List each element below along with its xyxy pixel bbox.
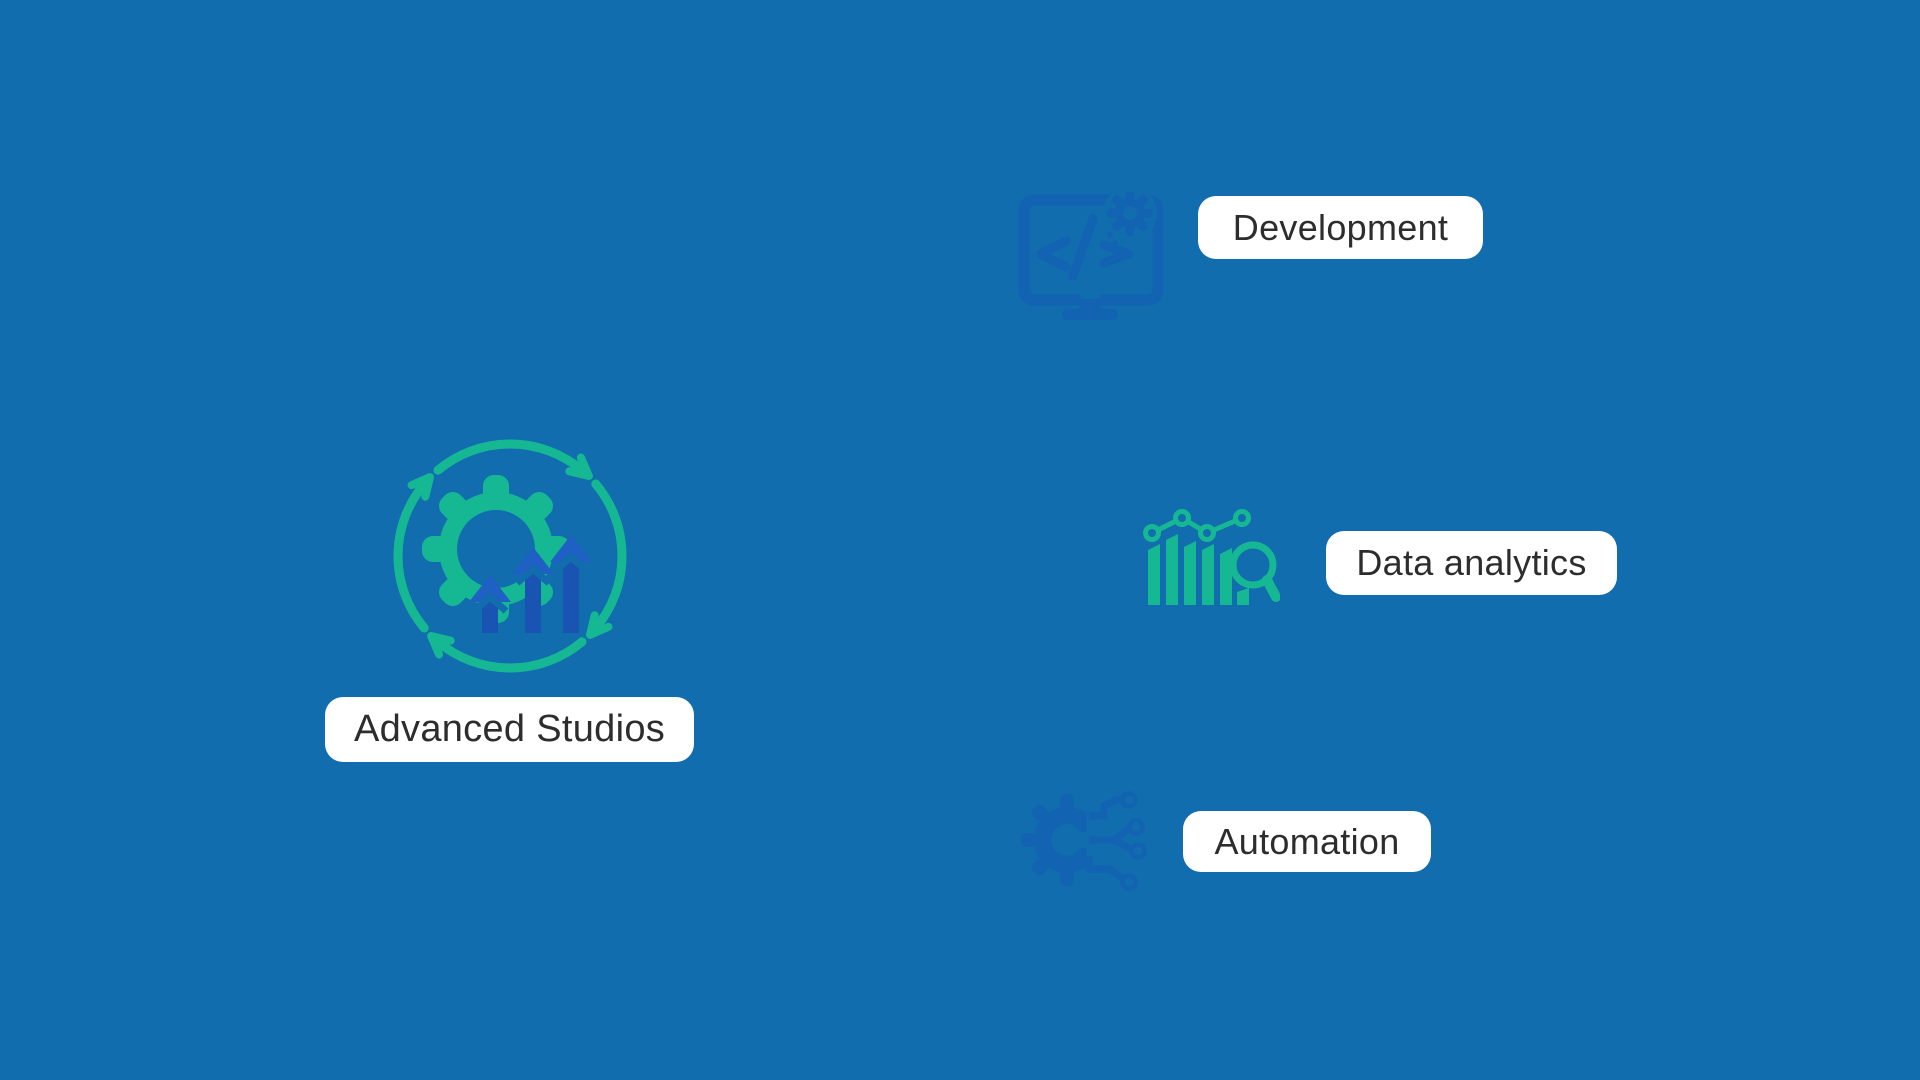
monitor-code-gear-icon	[1018, 192, 1164, 320]
trend-line-icon	[1150, 515, 1243, 536]
sparkle-icon	[1112, 240, 1118, 246]
bar-chart-magnifier-icon	[1143, 509, 1280, 605]
advanced-studios-label: Advanced Studios	[325, 697, 694, 762]
sparkle-icon	[1107, 232, 1113, 238]
code-slash-icon	[1068, 214, 1098, 281]
magnifier-icon	[1229, 541, 1280, 602]
growth-arrows-icon	[469, 535, 592, 633]
half-gear-icon	[1021, 794, 1087, 886]
circuit-traces-icon	[1085, 796, 1133, 882]
development-label: Development	[1198, 196, 1483, 259]
cycle-arrows-icon	[393, 439, 627, 673]
gear-circuit-icon	[1021, 791, 1147, 891]
gear-growth-cycle-icon	[393, 439, 627, 673]
trend-nodes-icon	[1143, 509, 1251, 542]
monitor-button	[1080, 292, 1100, 299]
code-chevron-right-icon	[1099, 240, 1133, 268]
code-chevron-left-icon	[1036, 236, 1071, 272]
bars-icon	[1148, 534, 1249, 605]
circuit-nodes-icon	[1120, 791, 1147, 891]
small-gear-icon	[1103, 192, 1157, 240]
monitor-base	[1062, 309, 1118, 320]
automation-label: Automation	[1183, 811, 1431, 872]
data-analytics-label: Data analytics	[1326, 531, 1617, 595]
